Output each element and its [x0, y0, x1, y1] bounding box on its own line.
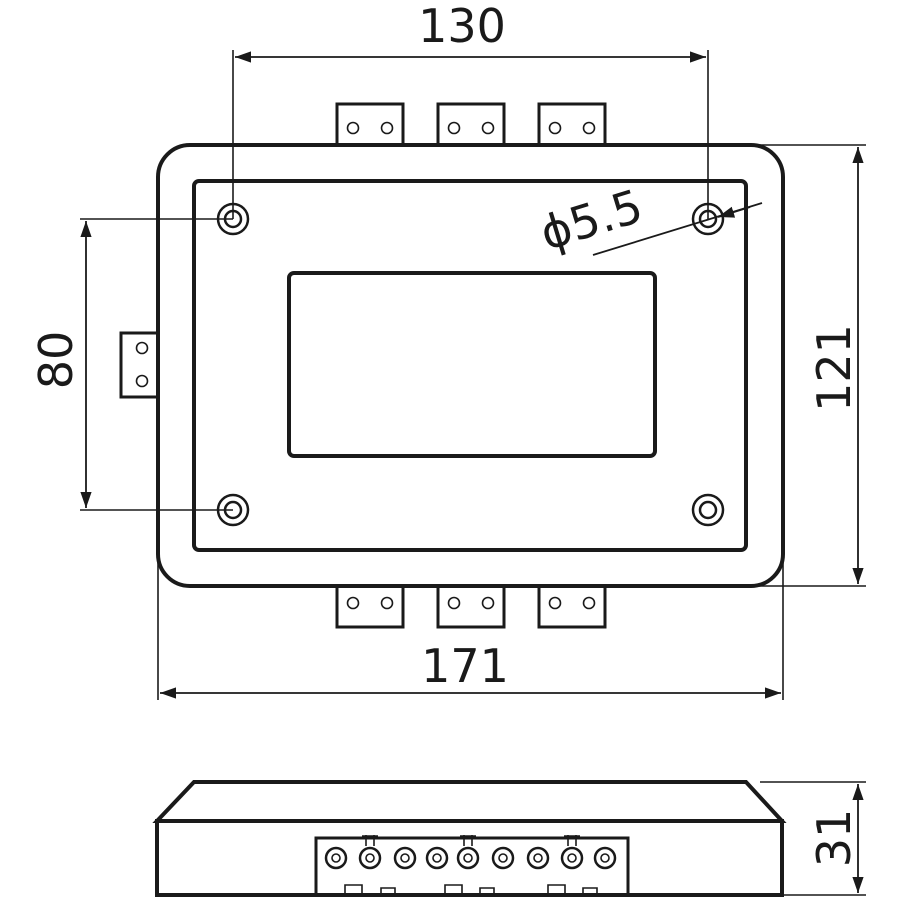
bottom-terminal-tabs [335, 586, 607, 629]
dimension-label-80: 80 [29, 331, 83, 390]
terminal-tab [537, 102, 607, 145]
dimension-label-171: 171 [421, 639, 509, 693]
top-view [119, 102, 785, 629]
dimension-label-130: 130 [418, 0, 506, 53]
inner-panel [192, 179, 748, 552]
dimension-label-hole-diameter: ϕ5.5 [534, 179, 649, 261]
dimension-171: 171 [157, 560, 784, 700]
terminal-screws [324, 846, 617, 870]
side-terminal-tab [119, 331, 158, 399]
dimension-121: 121 [752, 144, 866, 587]
terminal-tab [436, 586, 506, 629]
dimension-130: 130 [232, 0, 709, 219]
housing-outline [156, 143, 785, 588]
terminal-tab [335, 102, 405, 145]
terminal-tab [537, 586, 607, 629]
dimension-31: 31 [760, 781, 866, 896]
terminal-tab [335, 586, 405, 629]
terminal-block [314, 835, 630, 897]
top-terminal-tabs [335, 102, 607, 145]
terminal-pins-bottom [344, 884, 598, 895]
dimension-hole-diameter: ϕ5.5 [534, 179, 763, 261]
side-view [152, 780, 787, 897]
terminal-tab [436, 102, 506, 145]
terminal-pins-top [362, 835, 580, 846]
dimension-80: 80 [29, 218, 233, 511]
dimension-label-121: 121 [807, 324, 861, 412]
mounting-hole [691, 493, 725, 527]
dimension-label-31: 31 [807, 809, 861, 868]
display-window [287, 271, 657, 458]
